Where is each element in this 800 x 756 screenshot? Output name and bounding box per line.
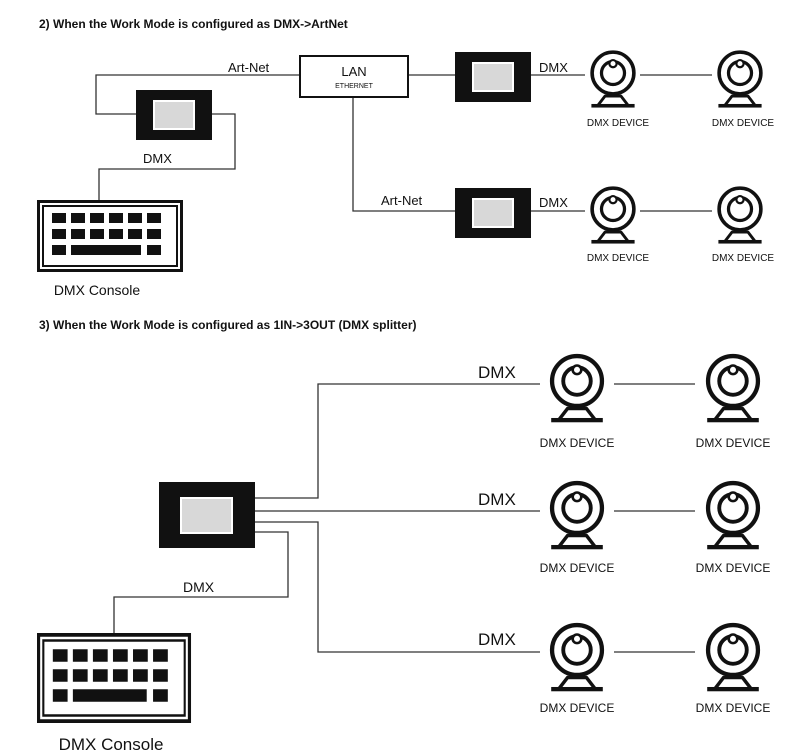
dmx-label-top: DMX (539, 60, 568, 75)
dmx-out-label-1: DMX (478, 363, 516, 382)
dmx-label-console-s2: DMX (143, 151, 172, 166)
artnet-label-top: Art-Net (228, 60, 270, 75)
device-label-s3-6: DMX DEVICE (696, 701, 771, 715)
section3-title: 3) When the Work Mode is configured as 1… (39, 318, 416, 332)
device-label-s2-4: DMX DEVICE (712, 253, 775, 264)
dmx-device-s2-1 (589, 50, 637, 110)
section3-connections (113, 383, 695, 653)
ethernet-label: ETHERNET (335, 83, 373, 90)
dmx-label-bottom: DMX (539, 195, 568, 210)
dmx-device-s3-6 (707, 625, 759, 691)
artnet-node-bottom (454, 187, 532, 239)
dmx-out-label-2: DMX (478, 490, 516, 509)
device-label-s2-2: DMX DEVICE (712, 118, 775, 129)
section2-connections (95, 74, 712, 212)
dmx-device-s3-3 (551, 483, 603, 549)
dmx-console-keyboard-s3 (36, 633, 192, 723)
dmx-splitter (159, 482, 255, 548)
device-label-s2-1: DMX DEVICE (587, 118, 650, 129)
device-label-s3-4: DMX DEVICE (696, 561, 771, 575)
dmx-label-console-s3: DMX (183, 579, 215, 595)
device-label-s2-3: DMX DEVICE (587, 253, 650, 264)
console-label-s3: DMX Console (59, 735, 164, 754)
dmx-device-s3-1 (551, 356, 603, 422)
section2-title: 2) When the Work Mode is configured as D… (39, 17, 348, 31)
dmx-device-s3-5 (551, 625, 603, 691)
dmx-device-s2-4 (716, 186, 764, 246)
dmx-console-keyboard-s2 (37, 200, 183, 272)
device-label-s3-1: DMX DEVICE (540, 436, 615, 450)
device-label-s3-2: DMX DEVICE (696, 436, 771, 450)
dmx-device-s2-3 (589, 186, 637, 246)
console-label-s2: DMX Console (54, 282, 141, 298)
device-label-s3-5: DMX DEVICE (540, 701, 615, 715)
dmx-device-s2-2 (716, 50, 764, 110)
artnet-label-bottom: Art-Net (381, 193, 423, 208)
dmx-device-s3-2 (707, 356, 759, 422)
lan-label: LAN (341, 64, 366, 79)
device-label-s3-3: DMX DEVICE (540, 561, 615, 575)
lan-switch: LAN ETHERNET (299, 55, 409, 98)
dmx-out-label-3: DMX (478, 630, 516, 649)
artnet-node-console (135, 89, 213, 141)
artnet-node-top (454, 51, 532, 103)
dmx-device-s3-4 (707, 483, 759, 549)
